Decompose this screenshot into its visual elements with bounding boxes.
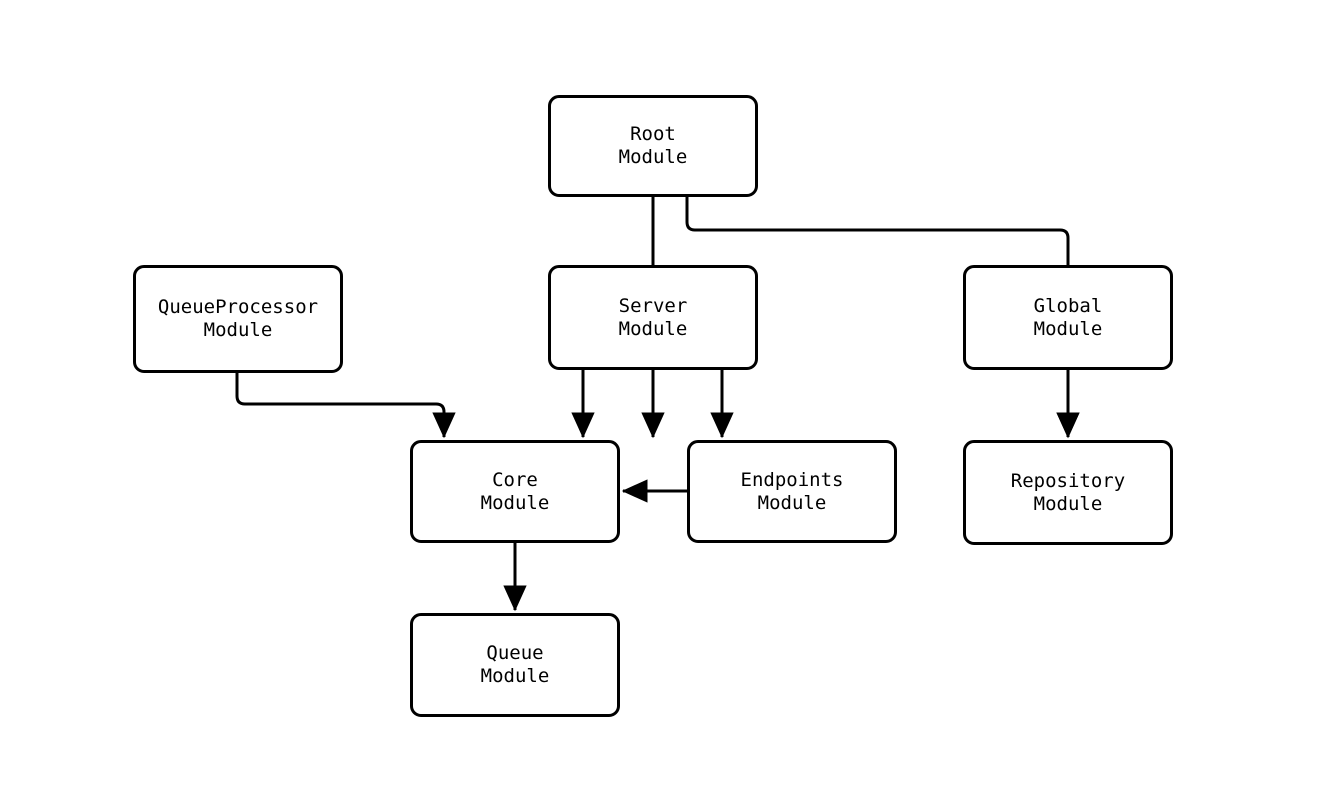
node-root-module-line1: Root <box>630 123 676 145</box>
node-queueprocessor-module-line2: Module <box>203 319 273 341</box>
node-endpoints-module-line1: Endpoints <box>740 468 844 491</box>
node-endpoints-module[interactable]: Endpoints Module <box>687 440 897 543</box>
node-server-module-line2: Module <box>618 317 688 340</box>
edge-queueprocessor-to-core <box>235 373 456 439</box>
node-server-module[interactable]: Server Module <box>548 265 758 370</box>
node-root-module-line2: Module <box>618 146 688 168</box>
node-core-module-line2: Module <box>480 491 550 514</box>
node-global-module-line2: Module <box>1033 317 1103 340</box>
node-server-module-line1: Server <box>618 294 688 317</box>
node-root-module[interactable]: Root Module <box>548 95 758 197</box>
node-endpoints-module-line2: Module <box>757 491 827 514</box>
node-core-module-line1: Core <box>492 468 538 491</box>
node-repository-module-line2: Module <box>1033 492 1103 515</box>
node-queue-module-line2: Module <box>480 665 550 687</box>
node-global-module[interactable]: Global Module <box>963 265 1173 370</box>
node-queueprocessor-module[interactable]: QueueProcessor Module <box>133 265 343 373</box>
edge-root-to-global <box>685 197 1080 439</box>
node-core-module[interactable]: Core Module <box>410 440 620 543</box>
node-repository-module[interactable]: Repository Module <box>963 440 1173 545</box>
node-repository-module-line1: Repository <box>1010 469 1126 492</box>
node-queue-module[interactable]: Queue Module <box>410 613 620 717</box>
node-queue-module-line1: Queue <box>486 642 544 664</box>
node-queueprocessor-module-line1: QueueProcessor <box>157 296 319 318</box>
node-global-module-line1: Global <box>1033 294 1103 317</box>
